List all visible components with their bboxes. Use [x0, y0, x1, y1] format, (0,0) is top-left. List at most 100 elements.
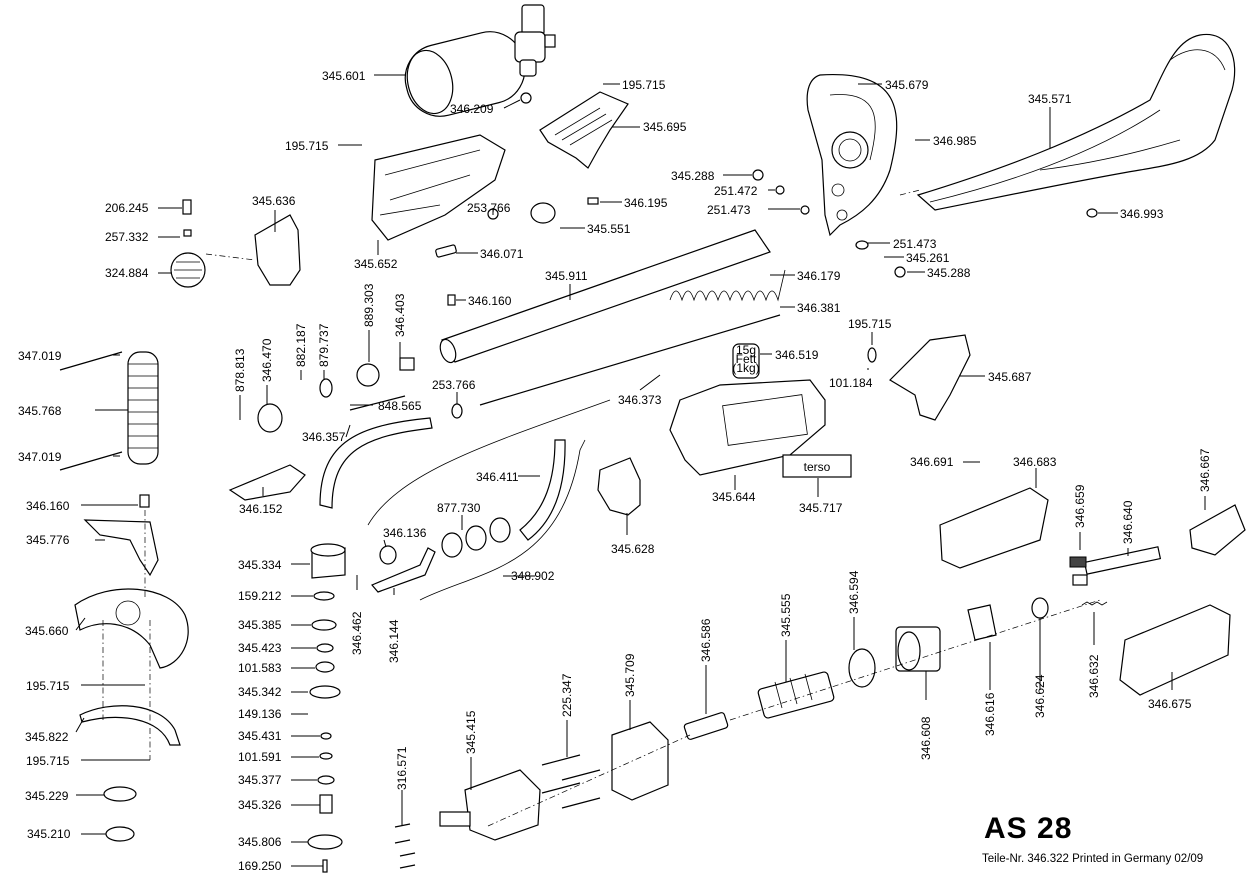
part-label: 345.229: [25, 789, 69, 803]
part-label: 346.136: [383, 526, 427, 540]
part-label: 346.403: [393, 293, 407, 337]
part-label: 345.806: [238, 835, 282, 849]
part-label: 345.679: [885, 78, 929, 92]
part-label: 345.776: [26, 533, 70, 547]
part-label: 346.195: [624, 196, 668, 210]
part-label: 206.245: [105, 201, 149, 215]
part-label: 345.334: [238, 558, 282, 572]
part-label: 346.691: [910, 455, 954, 469]
motor-housing-other-half-drawing: [1119, 604, 1231, 696]
part-label: 257.332: [105, 230, 149, 244]
part-label: 345.555: [779, 593, 793, 637]
part-label: 345.652: [354, 257, 398, 271]
gear-housing-drawing: [464, 769, 541, 841]
loop-handle-drawing: [806, 74, 898, 237]
clamp-drawing: [597, 457, 641, 516]
part-label: 345.660: [25, 624, 69, 638]
part-label: 346.985: [933, 134, 977, 148]
part-label: 101.583: [238, 661, 282, 675]
switch-drawing: [1189, 504, 1246, 556]
guard-clamp-drawing: [83, 519, 159, 577]
part-label: 889.303: [362, 283, 376, 327]
part-label: 346.071: [480, 247, 524, 261]
part-label: 324.884: [105, 266, 149, 280]
part-label: 101.184: [829, 376, 873, 390]
axis-lines: [102, 189, 1101, 827]
cover-housing-drawing: [669, 379, 826, 476]
part-label: 346.411: [476, 470, 519, 484]
part-label: 101.591: [238, 750, 282, 764]
part-label: 346.152: [239, 502, 283, 516]
part-label: 345.377: [238, 773, 282, 787]
grip-part-drawing: [254, 214, 301, 286]
flex-hose-drawing: [319, 417, 433, 509]
part-label: 345.431: [238, 729, 282, 743]
tank-drawing: [404, 4, 556, 117]
part-label: 346.594: [847, 570, 861, 614]
screws-drawing: [435, 92, 1098, 586]
part-label: 345.687: [988, 370, 1032, 384]
part-label: 253.766: [467, 201, 511, 215]
part-label: 348.902: [511, 569, 555, 583]
part-label: 346.993: [1120, 207, 1164, 221]
blade-guard-drawing: [74, 588, 189, 669]
pins-drawing: [349, 395, 601, 869]
brand-plate-text: terso: [804, 460, 831, 474]
part-label: 345.551: [587, 222, 631, 236]
part-label: 347.019: [18, 349, 62, 363]
shaft-drawing: [683, 712, 729, 740]
grease-label-line: Fett: [736, 352, 757, 366]
part-label: 346.160: [468, 294, 512, 308]
part-label: 195.715: [848, 317, 892, 331]
part-label: 169.250: [238, 859, 282, 873]
part-label: 346.616: [983, 692, 997, 736]
part-label: 346.519: [775, 348, 819, 362]
part-number-note: Teile-Nr. 346.322 Printed in Germany 02/…: [982, 853, 1204, 865]
bellows-drawing: [127, 351, 159, 465]
trigger-housing-drawing: [889, 334, 971, 421]
bracket-345695-drawing: [539, 91, 629, 169]
part-label: 159.212: [238, 589, 282, 603]
part-label: 251.473: [893, 237, 937, 251]
part-label: 879.737: [317, 323, 331, 367]
motor-housing-half-drawing: [939, 487, 1049, 569]
grease-can-drawing: [732, 343, 760, 379]
motor-flange-drawing: [611, 721, 669, 801]
washer-stack-drawing: [307, 591, 343, 873]
part-label: 345.385: [238, 618, 282, 632]
part-label: 346.160: [26, 499, 70, 513]
part-label: 346.667: [1198, 448, 1212, 492]
part-labels: 345.601 346.209 195.715 345.695 345.679 …: [18, 69, 1212, 873]
part-label: 878.813: [233, 348, 247, 392]
grease-label-line: 15g: [736, 343, 756, 357]
shaft-tube-drawing: [439, 229, 771, 364]
part-label: 346.632: [1087, 654, 1101, 698]
leader-lines: [75, 74, 1206, 867]
part-label: 345.210: [27, 827, 71, 841]
part-label: 345.261: [906, 251, 950, 265]
part-label: 345.571: [1028, 92, 1072, 106]
part-label: 346.640: [1121, 500, 1135, 544]
part-label: 316.571: [395, 746, 409, 790]
part-label: 345.695: [643, 120, 687, 134]
spring-drawing: [669, 269, 786, 302]
part-label: 346.179: [797, 269, 841, 283]
part-label: 345.636: [252, 194, 296, 208]
part-label: 345.911: [545, 269, 588, 283]
part-label: 345.628: [611, 542, 655, 556]
part-label: 346.470: [260, 338, 274, 382]
model-title: AS 28: [984, 812, 1073, 845]
part-label: 251.473: [707, 203, 751, 217]
part-label: 345.423: [238, 641, 282, 655]
part-label: 225.347: [560, 673, 574, 717]
part-label: 195.715: [26, 754, 70, 768]
handle-housing-drawing: [371, 134, 506, 241]
part-label: 345.288: [927, 266, 971, 280]
elbow-pipe-drawing: [519, 439, 566, 541]
part-label: 848.565: [378, 399, 422, 413]
guard-ring-drawing: [79, 705, 181, 746]
brand-plate: [782, 454, 852, 478]
part-label: 346.586: [699, 618, 713, 662]
part-label: 346.209: [450, 102, 494, 116]
